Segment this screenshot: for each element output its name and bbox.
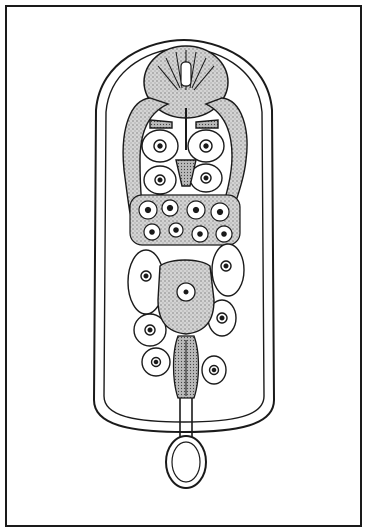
apical-pit: [181, 62, 191, 86]
central-nucleolus: [184, 290, 189, 295]
terminal-bulb-inner: [172, 442, 200, 482]
middle-cell-cluster: [130, 195, 240, 245]
